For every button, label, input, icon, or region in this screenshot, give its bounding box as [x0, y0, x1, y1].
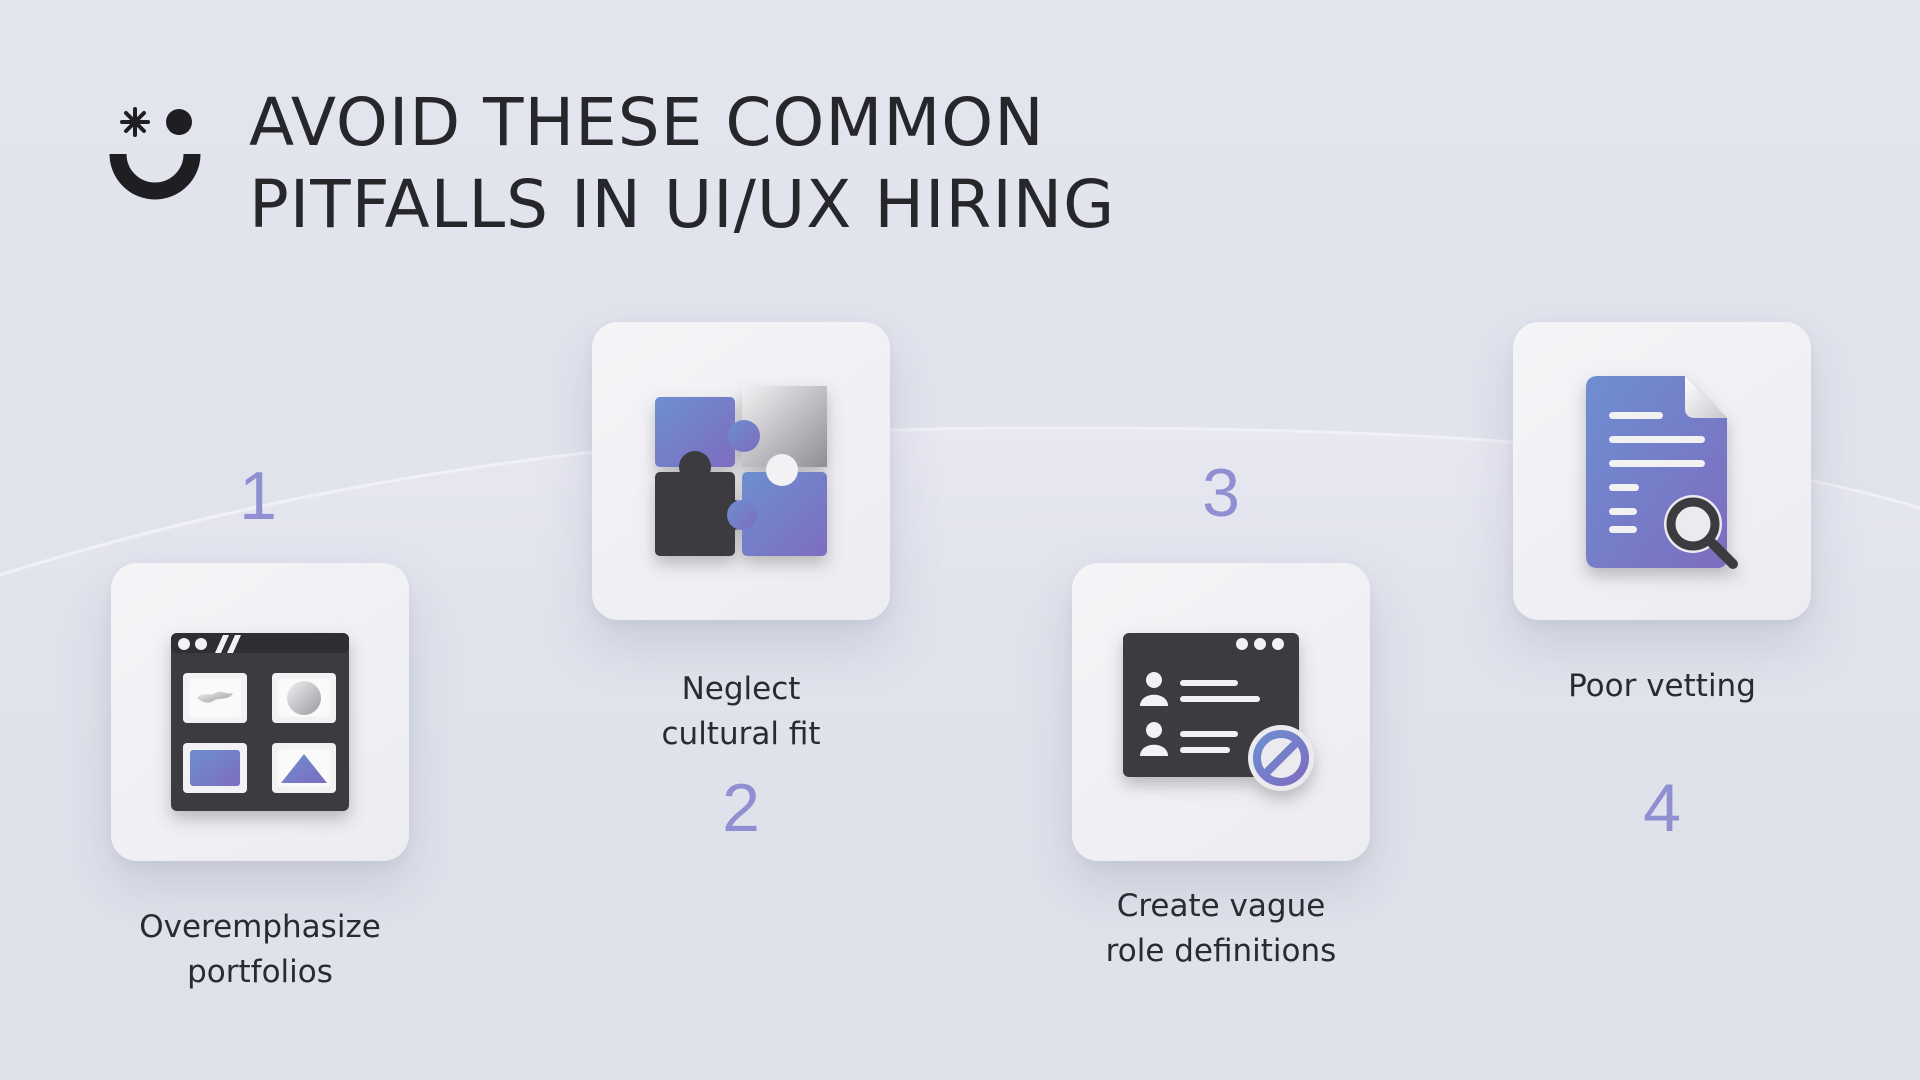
label-vague-role-definitions: Create vague role definitions [1105, 888, 1337, 969]
card-neglect-cultural-fit [592, 322, 890, 620]
title-line-1: AVOID THESE COMMON [249, 84, 1045, 161]
step-number-4: 4 [1643, 770, 1681, 846]
step-number-1: 1 [239, 458, 277, 534]
card-overemphasize-portfolios [111, 563, 409, 861]
label-poor-vetting: Poor vetting [1568, 668, 1756, 704]
title-line-2: PITFALLS IN UI/UX HIRING [249, 166, 1116, 243]
puzzle-icon [655, 386, 827, 556]
step-number-2: 2 [722, 770, 760, 846]
card-vague-role-definitions [1072, 563, 1370, 861]
profile-list-blocked-icon [1123, 633, 1314, 791]
document-search-icon [1586, 376, 1738, 569]
layout-grid-icon [171, 633, 349, 811]
page-title: AVOID THESE COMMON PITFALLS IN UI/UX HIR… [249, 82, 1115, 246]
smiley-asterisk-logo [109, 107, 201, 200]
label-neglect-cultural-fit: Neglect cultural fit [661, 671, 821, 752]
card-poor-vetting [1513, 322, 1811, 620]
step-number-3: 3 [1202, 455, 1240, 531]
label-overemphasize-portfolios: Overemphasize portfolios [139, 909, 381, 990]
